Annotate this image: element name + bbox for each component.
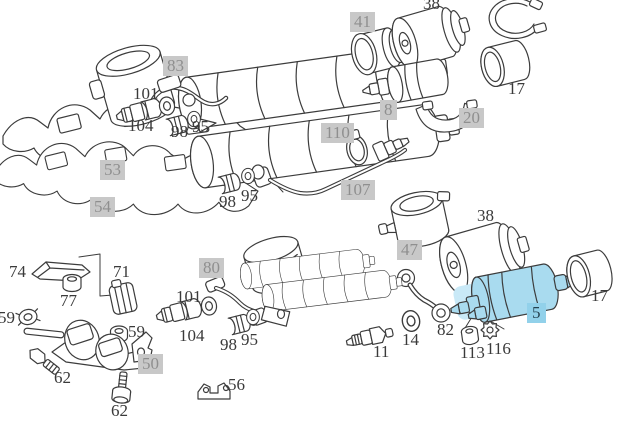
callout-8[interactable]: 8 (380, 100, 397, 120)
cap-17-bottom (566, 249, 613, 298)
grommet-59-left (15, 308, 41, 326)
fuel-filter-38 (439, 221, 530, 294)
callout-95-top: 95 (192, 117, 209, 136)
nut-77 (62, 273, 82, 293)
nut-113 (460, 325, 480, 346)
screw-62-bottom (111, 371, 132, 404)
fuel-line-107 (251, 128, 410, 196)
fuel-pump-pair-bottom (238, 235, 404, 313)
callout-59-left: 59 (0, 308, 15, 327)
callout-98-mid: 98 (219, 192, 236, 211)
screw-62-left (29, 348, 60, 375)
callout-5-selected[interactable]: 5 (527, 303, 546, 323)
callout-47[interactable]: 47 (397, 240, 422, 260)
callout-11: 11 (373, 342, 390, 361)
callout-82: 82 (437, 320, 454, 339)
washer-101-bottom (199, 295, 219, 317)
callout-38-top: 38 (423, 0, 440, 13)
callout-110[interactable]: 110 (321, 123, 354, 143)
fuel-pump-5-highlighted[interactable] (446, 259, 577, 328)
cap-17-top (480, 39, 531, 88)
washer-95-mid (241, 167, 255, 185)
callout-41[interactable]: 41 (350, 12, 375, 32)
callout-101-bottom: 101 (176, 287, 202, 306)
callout-116: 116 (486, 339, 511, 358)
callout-50[interactable]: 50 (138, 354, 163, 374)
callout-80[interactable]: 80 (199, 258, 224, 278)
callout-54[interactable]: 54 (90, 197, 115, 217)
lock-washer-116 (480, 320, 500, 340)
callout-98-bottom: 98 (220, 335, 237, 354)
callout-20[interactable]: 20 (459, 108, 484, 128)
fuel-pump-assembly-top (88, 40, 463, 190)
mounting-clamp-top (488, 0, 547, 39)
callout-101-top: 101 (133, 84, 159, 103)
bleed-valve-11 (345, 326, 394, 347)
callout-62-bottom: 62 (111, 401, 128, 420)
callout-62-left: 62 (54, 368, 71, 387)
callout-53[interactable]: 53 (100, 160, 125, 180)
callout-14: 14 (402, 330, 419, 349)
clamp-56 (197, 382, 231, 400)
callout-71: 71 (113, 262, 130, 281)
washer-95-bottom (246, 308, 260, 326)
callout-104-top: 104 (128, 116, 154, 135)
callout-77: 77 (60, 291, 77, 310)
callout-98-top: 98 (171, 122, 188, 141)
callout-113: 113 (460, 343, 485, 362)
fuel-hose-83 (149, 74, 229, 107)
callout-83[interactable]: 83 (163, 56, 188, 76)
fuel-pump-8 (362, 58, 449, 103)
mounting-bracket-50 (23, 319, 153, 371)
pressure-regulator-47 (377, 190, 451, 248)
callout-59-right: 59 (128, 322, 145, 341)
callout-17-lower: 17 (591, 286, 608, 305)
callout-104-bottom: 104 (179, 326, 205, 345)
callout-56: 56 (228, 375, 245, 394)
callout-95-mid: 95 (241, 186, 258, 205)
callout-95-bottom: 95 (241, 330, 258, 349)
damper-pad-71 (108, 278, 138, 315)
callout-38-lower: 38 (477, 206, 494, 225)
callout-74: 74 (9, 262, 26, 281)
callout-17-top: 17 (508, 79, 525, 98)
callout-107[interactable]: 107 (341, 180, 375, 200)
fuel-filter-38-top (391, 5, 471, 69)
